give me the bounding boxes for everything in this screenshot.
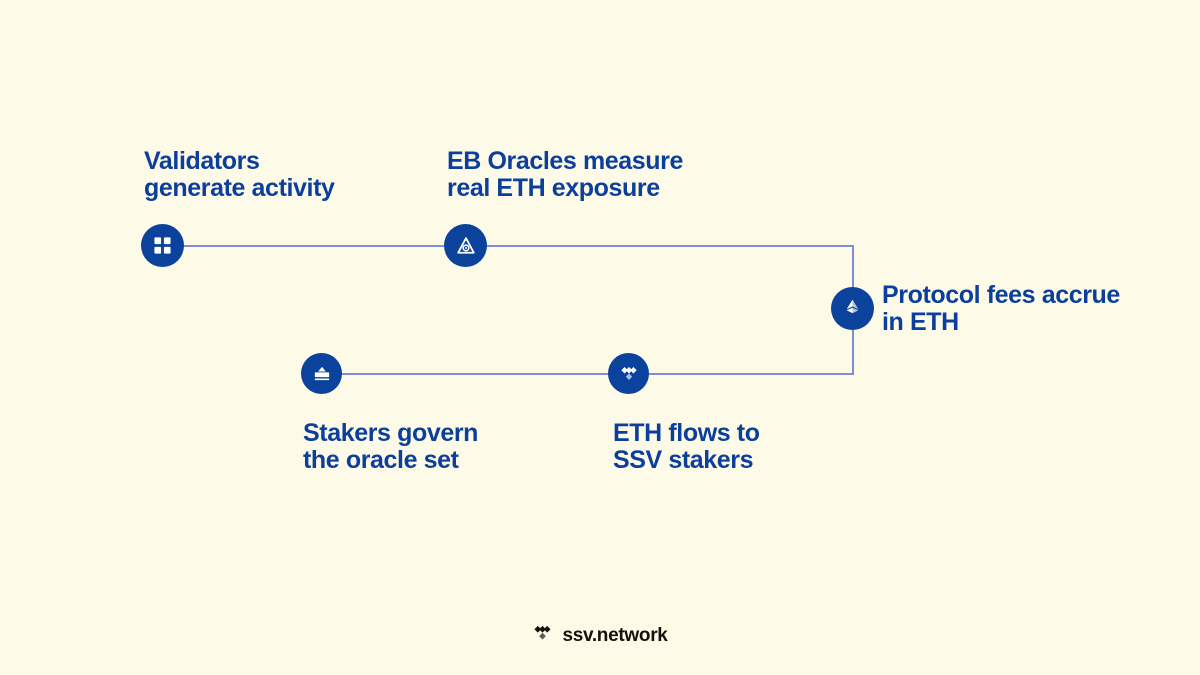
oracle-eye-icon [456, 236, 476, 256]
ssv-diamonds-icon [619, 364, 639, 384]
node-validators[interactable] [141, 224, 184, 267]
label-stakers-govern: Stakers govern the oracle set [303, 419, 479, 474]
label-eb-oracles: EB Oracles measure real ETH exposure [447, 147, 684, 202]
node-ssv-stakers[interactable] [608, 353, 649, 394]
connector-stakers-to-ssv [338, 373, 630, 375]
label-validators: Validators generate activity [144, 147, 335, 202]
ballot-box-icon [312, 364, 332, 384]
connector-oracles-to-corner [466, 245, 854, 247]
footer-brand: ssv.network [0, 618, 1200, 654]
label-protocol-fees: Protocol fees accrue in ETH [882, 281, 1120, 336]
node-stakers-govern[interactable] [301, 353, 342, 394]
grid-squares-icon [153, 236, 172, 255]
connector-ssv-to-corner [628, 373, 854, 375]
brand-name: ssv.network [562, 625, 668, 646]
ssv-diamonds-logo-icon [532, 623, 553, 649]
node-eb-oracles[interactable] [444, 224, 487, 267]
label-ssv-stakers: ETH flows to SSV stakers [613, 419, 760, 474]
connector-validators-to-oracles [180, 245, 468, 247]
ethereum-icon [842, 298, 863, 319]
node-protocol-fees[interactable] [831, 287, 874, 330]
